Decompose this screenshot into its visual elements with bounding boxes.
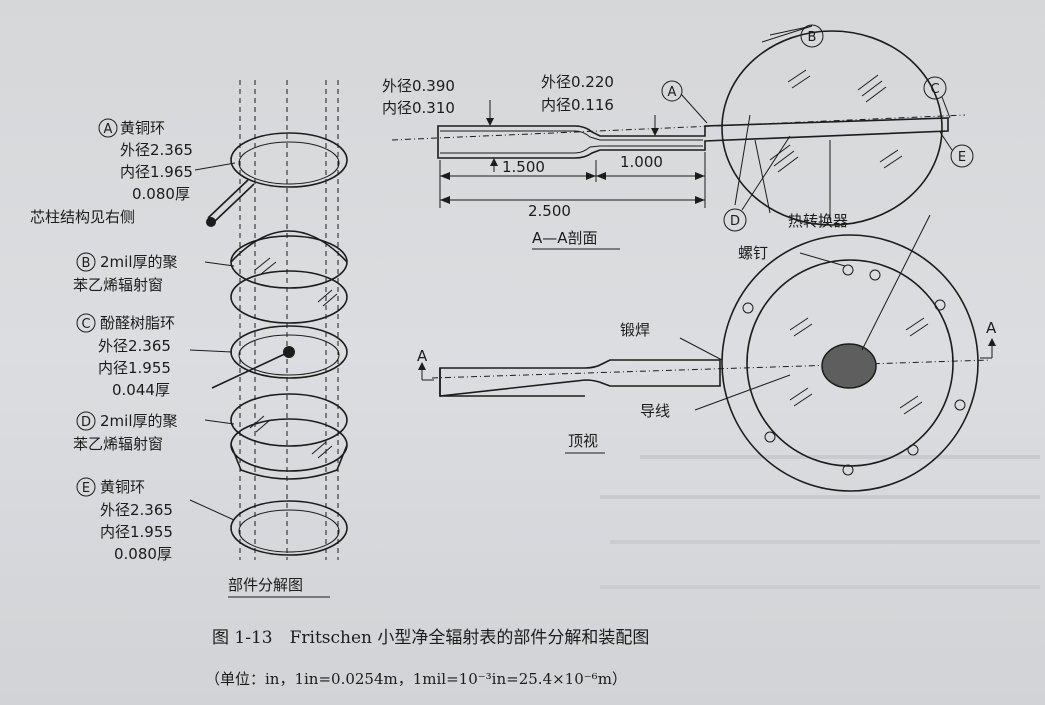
ring-c bbox=[211, 325, 348, 389]
cut-marker-right: A bbox=[980, 319, 997, 359]
svg-text:A: A bbox=[417, 347, 428, 365]
svg-text:酚醛树脂环: 酚醛树脂环 bbox=[100, 314, 175, 332]
svg-text:0.080厚: 0.080厚 bbox=[114, 545, 172, 563]
section-letter-c: C bbox=[923, 76, 951, 119]
section-letter-d: D bbox=[723, 135, 791, 232]
len-1500: 1.500 bbox=[502, 158, 545, 176]
cut-marker-left: A bbox=[417, 347, 434, 381]
svg-text:外径2.365: 外径2.365 bbox=[98, 337, 171, 355]
svg-text:A: A bbox=[668, 85, 677, 100]
svg-text:B: B bbox=[808, 30, 817, 45]
svg-text:黄铜环: 黄铜环 bbox=[120, 119, 165, 137]
svg-text:外径2.365: 外径2.365 bbox=[120, 141, 193, 159]
svg-text:E: E bbox=[82, 481, 90, 496]
section-view: 外径0.390 内径0.310 外径0.220 内径0.116 1.500 1.… bbox=[382, 24, 974, 250]
len-1000: 1.000 bbox=[620, 153, 663, 171]
id-0310: 内径0.310 bbox=[382, 99, 455, 117]
top-view: 螺钉 锻焊 导线 顶视 A A bbox=[417, 214, 997, 492]
exploded-title: 部件分解图 bbox=[228, 576, 303, 594]
section-letter-b: B bbox=[800, 24, 824, 48]
svg-text:A: A bbox=[986, 319, 997, 337]
screw-label: 螺钉 bbox=[738, 244, 768, 262]
svg-text:苯乙烯辐射窗: 苯乙烯辐射窗 bbox=[73, 276, 163, 294]
thermopile-core bbox=[821, 343, 877, 389]
heat-exchanger-label: 热转换器 bbox=[788, 212, 848, 230]
svg-text:内径1.955: 内径1.955 bbox=[100, 523, 173, 541]
svg-text:C: C bbox=[81, 317, 90, 332]
section-letter-e: E bbox=[939, 131, 974, 168]
core-stem-tip bbox=[206, 217, 216, 227]
core-note: 芯柱结构见右侧 bbox=[30, 208, 135, 226]
screw-holes bbox=[742, 264, 966, 476]
svg-text:A: A bbox=[104, 122, 113, 137]
svg-text:C: C bbox=[930, 82, 939, 97]
weld-label: 锻焊 bbox=[620, 321, 650, 339]
ring-e-label: E 黄铜环 外径2.365 内径1.955 0.080厚 bbox=[76, 477, 173, 563]
svg-text:苯乙烯辐射窗: 苯乙烯辐射窗 bbox=[73, 435, 163, 453]
svg-text:2mil厚的聚: 2mil厚的聚 bbox=[100, 253, 178, 271]
ring-c-label: C 酚醛树脂环 外径2.365 内径1.955 0.044厚 bbox=[76, 313, 175, 399]
caption-main: 图 1-13 Fritschen 小型净全辐射表的部件分解和装配图 bbox=[212, 628, 649, 648]
ring-e bbox=[230, 500, 348, 556]
section-title: A—A剖面 bbox=[532, 229, 598, 247]
exploded-view: A 黄铜环 外径2.365 内径1.965 0.080厚 芯柱结构见右侧 B 2… bbox=[30, 80, 348, 598]
len-2500: 2.500 bbox=[528, 202, 571, 220]
hatch-marks bbox=[769, 69, 903, 173]
window-d bbox=[230, 393, 348, 480]
top-view-title: 顶视 bbox=[568, 432, 598, 450]
svg-text:2mil厚的聚: 2mil厚的聚 bbox=[100, 412, 178, 430]
caption: 图 1-13 Fritschen 小型净全辐射表的部件分解和装配图 （单位：in… bbox=[205, 628, 649, 688]
wire-label: 导线 bbox=[640, 402, 670, 420]
window-b bbox=[230, 230, 348, 324]
od-0390: 外径0.390 bbox=[382, 77, 455, 95]
ring-a bbox=[206, 132, 348, 227]
svg-text:0.044厚: 0.044厚 bbox=[112, 381, 170, 399]
svg-text:内径1.955: 内径1.955 bbox=[98, 359, 171, 377]
svg-text:黄铜环: 黄铜环 bbox=[100, 478, 145, 496]
window-b-label: B 2mil厚的聚 苯乙烯辐射窗 bbox=[73, 252, 178, 294]
svg-text:内径1.965: 内径1.965 bbox=[120, 163, 193, 181]
svg-text:D: D bbox=[81, 415, 91, 430]
svg-text:外径2.365: 外径2.365 bbox=[100, 501, 173, 519]
section-letter-a: A bbox=[661, 80, 708, 124]
svg-text:D: D bbox=[730, 214, 740, 229]
id-0116: 内径0.116 bbox=[541, 96, 614, 114]
svg-text:0.080厚: 0.080厚 bbox=[132, 185, 190, 203]
window-hatch bbox=[789, 317, 929, 415]
ring-a-label: A 黄铜环 外径2.365 内径1.965 0.080厚 芯柱结构见右侧 bbox=[30, 118, 193, 226]
svg-text:E: E bbox=[958, 150, 966, 165]
od-0220: 外径0.220 bbox=[541, 73, 614, 91]
caption-units: （单位：in，1in=0.0254m，1mil=10⁻³in=25.4×10⁻⁶… bbox=[205, 670, 627, 688]
svg-text:B: B bbox=[82, 256, 91, 271]
background-bleed bbox=[600, 455, 1040, 589]
window-d-label: D 2mil厚的聚 苯乙烯辐射窗 bbox=[73, 411, 178, 453]
